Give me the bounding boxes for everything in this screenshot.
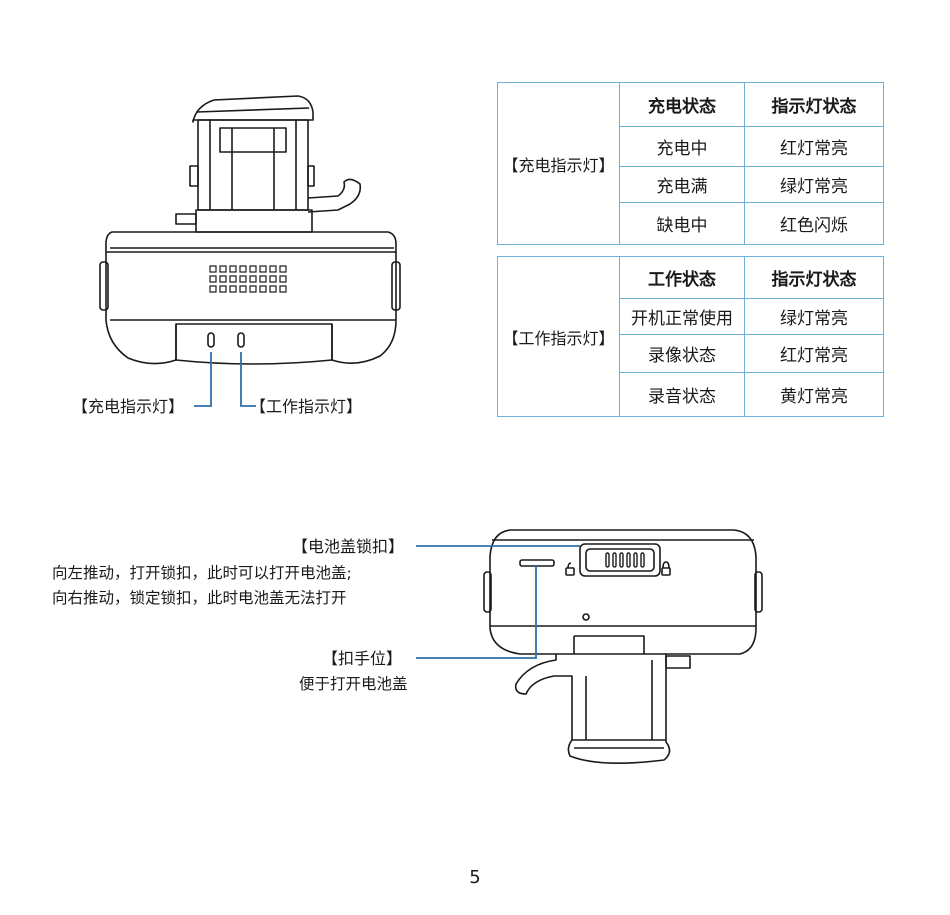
speaker-grille-hole	[259, 275, 267, 283]
battery-lock-desc-left: 向左推动，打开锁扣，此时可以打开电池盖;	[52, 564, 352, 582]
lock-slider-ridge	[626, 552, 631, 568]
speaker-grille-hole	[229, 285, 237, 293]
speaker-grille-hole	[259, 285, 267, 293]
speaker-grille-hole	[209, 285, 217, 293]
grip-position-title: 【扣手位】	[322, 649, 403, 668]
lock-slider-ridge	[640, 552, 645, 568]
speaker-grille-hole	[269, 275, 277, 283]
speaker-grille-hole	[229, 265, 237, 273]
work-indicator-label: 【工作指示灯】	[250, 397, 363, 416]
charging-header-state: 充电状态	[619, 82, 745, 127]
lock-slider-ridge	[619, 552, 624, 568]
working-light-cell: 红灯常亮	[744, 334, 884, 373]
working-group-label: 【工作指示灯】	[497, 256, 620, 417]
speaker-grille-hole	[279, 265, 287, 273]
charging-light-cell: 绿灯常亮	[744, 166, 884, 203]
speaker-grille-hole	[279, 275, 287, 283]
speaker-grille-hole	[209, 275, 217, 283]
charging-indicator-table: 【充电指示灯】 充电状态 指示灯状态 充电中 红灯常亮 充电满 绿灯常亮 缺电中…	[497, 82, 884, 245]
lock-slider-ridge	[633, 552, 638, 568]
charging-header-light: 指示灯状态	[744, 82, 884, 127]
speaker-grille-hole	[239, 265, 247, 273]
working-light-cell: 绿灯常亮	[744, 298, 884, 335]
speaker-grille-hole	[279, 285, 287, 293]
working-state-cell: 开机正常使用	[619, 298, 745, 335]
page-number: 5	[469, 867, 481, 888]
speaker-grille-hole	[229, 275, 237, 283]
speaker-grille-hole	[209, 265, 217, 273]
battery-lock-title: 【电池盖锁扣】	[292, 537, 405, 556]
working-indicator-table: 【工作指示灯】 工作状态 指示灯状态 开机正常使用 绿灯常亮 录像状态 红灯常亮…	[497, 256, 884, 417]
working-state-cell: 录像状态	[619, 334, 745, 373]
battery-lock-desc-right: 向右推动，锁定锁扣，此时电池盖无法打开	[52, 589, 347, 607]
speaker-grille-hole	[249, 285, 257, 293]
speaker-grille-hole	[269, 265, 277, 273]
lock-slider-ridge	[612, 552, 617, 568]
lock-slider-ridge	[605, 552, 610, 568]
speaker-grille-hole	[219, 285, 227, 293]
speaker-grille-hole	[259, 265, 267, 273]
grip-position-desc: 便于打开电池盖	[299, 675, 408, 693]
speaker-grille-hole	[239, 275, 247, 283]
speaker-grille-hole	[219, 265, 227, 273]
charging-light-cell: 红色闪烁	[744, 202, 884, 245]
working-light-cell: 黄灯常亮	[744, 372, 884, 417]
speaker-grille-hole	[239, 285, 247, 293]
charging-group-label: 【充电指示灯】	[497, 82, 620, 245]
working-header-light: 指示灯状态	[744, 256, 884, 299]
speaker-grille-hole	[249, 275, 257, 283]
charging-state-cell: 充电中	[619, 126, 745, 167]
speaker-grille-hole	[219, 275, 227, 283]
speaker-grille-hole	[249, 265, 257, 273]
charge-indicator-label: 【充电指示灯】	[72, 397, 185, 416]
charging-state-cell: 缺电中	[619, 202, 745, 245]
speaker-grille-hole	[269, 285, 277, 293]
working-state-cell: 录音状态	[619, 372, 745, 417]
